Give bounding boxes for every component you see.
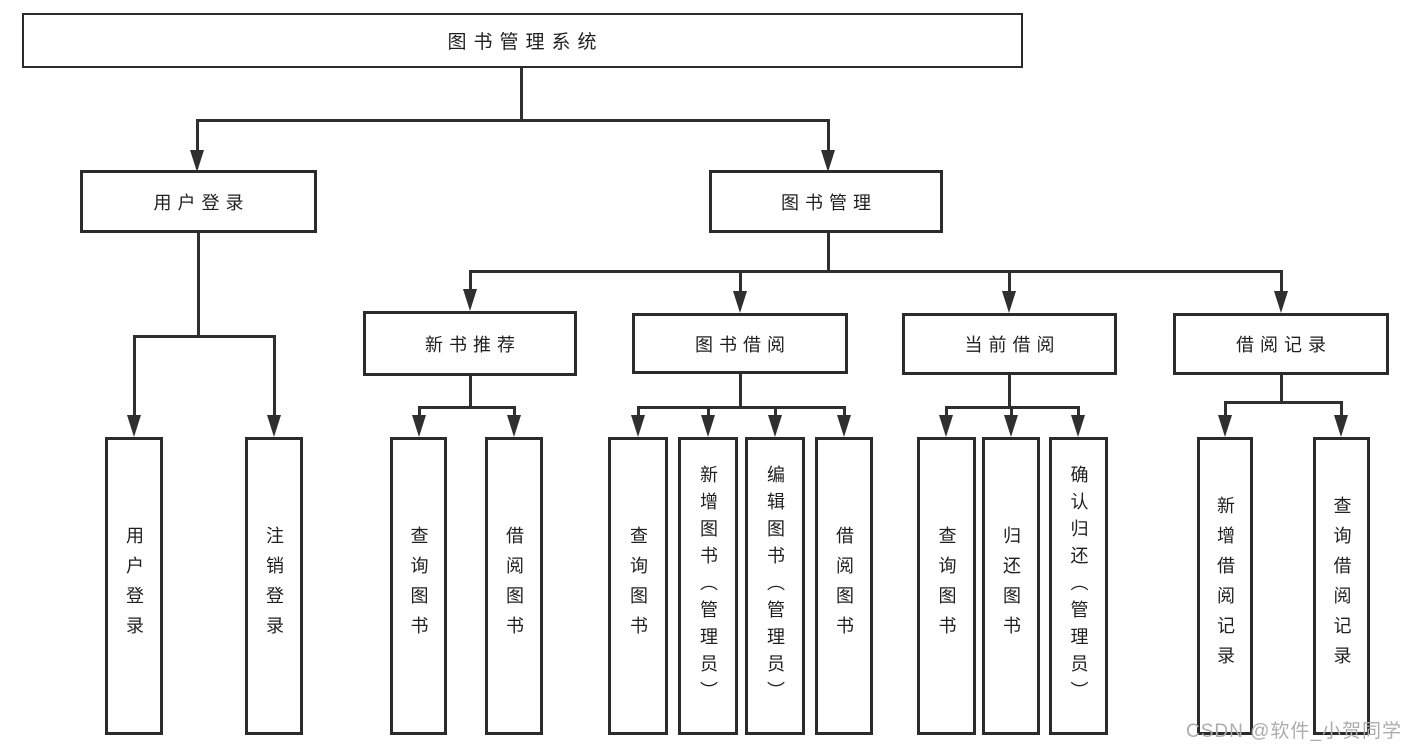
- connector-vline: [1224, 403, 1227, 417]
- arrowhead-down-icon: [412, 415, 426, 437]
- connector-vline: [1008, 375, 1011, 409]
- connector-hline: [418, 406, 516, 409]
- connector-vline: [1280, 375, 1283, 404]
- connector-vline: [774, 408, 777, 417]
- leaf-label: 借阅图书: [504, 526, 524, 646]
- connector-vline: [196, 121, 199, 152]
- node-label: 图书管理系统: [447, 32, 604, 53]
- connector-vline: [197, 233, 200, 337]
- connector-hline: [196, 119, 830, 122]
- arrowhead-down-icon: [507, 415, 521, 437]
- arrowhead-down-icon: [837, 415, 851, 437]
- leaf-logout: 注销登录: [245, 437, 303, 735]
- arrowhead-down-icon: [1334, 415, 1348, 437]
- connector-vline: [739, 374, 742, 409]
- node-book-borrow: 图书借阅: [632, 313, 848, 374]
- connector-vline: [1280, 272, 1283, 292]
- leaf-borrow-add-books-admin: 新增图书（管理员）: [678, 437, 738, 735]
- csdn-watermark: CSDN @软件_小贺同学: [1186, 721, 1402, 742]
- node-label: 图书管理: [781, 192, 877, 213]
- leaf-label: 注销登录: [264, 526, 284, 646]
- node-label: 当前借阅: [964, 335, 1061, 355]
- node-user-login: 用户登录: [80, 170, 317, 233]
- connector-vline: [133, 337, 136, 416]
- connector-vline: [1340, 403, 1343, 417]
- leaf-label: 新增借阅记录: [1215, 496, 1235, 676]
- node-label: 图书借阅: [695, 334, 791, 355]
- connector-vline: [273, 337, 276, 416]
- leaf-label: 查询图书: [936, 526, 957, 646]
- arrowhead-down-icon: [821, 150, 835, 172]
- leaf-current-query-books: 查询图书: [917, 437, 976, 735]
- node-label: 新书推荐: [425, 334, 521, 355]
- node-new-book-recommend: 新书推荐: [363, 311, 577, 376]
- arrowhead-down-icon: [1004, 415, 1018, 437]
- arrowhead-down-icon: [939, 415, 953, 437]
- arrowhead-down-icon: [1274, 291, 1288, 313]
- leaf-current-confirm-return-admin: 确认归还（管理员）: [1049, 437, 1108, 735]
- connector-vline: [827, 233, 830, 273]
- leaf-current-return-books: 归还图书: [982, 437, 1040, 735]
- arrowhead-down-icon: [267, 415, 281, 437]
- leaf-label: 查询借阅记录: [1331, 496, 1352, 676]
- leaf-newbook-query-books: 查询图书: [390, 437, 447, 735]
- leaf-label: 归还图书: [1001, 526, 1021, 646]
- arrowhead-down-icon: [701, 415, 715, 437]
- connector-hline: [945, 406, 1080, 409]
- arrowhead-down-icon: [1071, 415, 1085, 437]
- node-root-system: 图书管理系统: [22, 13, 1023, 68]
- connector-vline: [1010, 408, 1013, 417]
- arrowhead-down-icon: [463, 289, 477, 311]
- leaf-borrow-edit-books-admin: 编辑图书（管理员）: [745, 437, 805, 735]
- connector-hline: [637, 406, 846, 409]
- connector-vline: [1008, 272, 1011, 292]
- arrowhead-down-icon: [768, 415, 782, 437]
- leaf-label: 用户登录: [124, 526, 144, 646]
- connector-vline: [945, 408, 948, 417]
- connector-vline: [418, 408, 421, 417]
- leaf-label: 新增图书（管理员）: [698, 464, 718, 708]
- connector-vline: [1077, 408, 1080, 417]
- arrowhead-down-icon: [190, 150, 204, 172]
- leaf-label: 编辑图书（管理员）: [765, 464, 785, 708]
- connector-vline: [827, 121, 830, 152]
- leaf-user-login: 用户登录: [105, 437, 163, 735]
- connector-hline: [133, 335, 276, 338]
- leaf-newbook-borrow-books: 借阅图书: [485, 437, 543, 735]
- connector-vline: [637, 408, 640, 417]
- leaf-borrow-borrow-books: 借阅图书: [815, 437, 873, 735]
- leaf-label: 查询图书: [408, 526, 429, 646]
- leaf-record-query-borrow-record: 查询借阅记录: [1313, 437, 1370, 735]
- node-label: 借阅记录: [1236, 335, 1332, 355]
- connector-vline: [707, 408, 710, 417]
- leaf-label: 查询图书: [628, 526, 648, 646]
- leaf-label: 确认归还（管理员）: [1068, 464, 1089, 708]
- leaf-borrow-query-books: 查询图书: [608, 437, 668, 735]
- node-borrow-record: 借阅记录: [1173, 313, 1389, 375]
- connector-hline: [1224, 401, 1343, 404]
- connector-vline: [739, 272, 742, 292]
- arrowhead-down-icon: [1002, 291, 1016, 313]
- arrowhead-down-icon: [1218, 415, 1232, 437]
- connector-hline: [469, 270, 1283, 273]
- connector-vline: [469, 272, 472, 290]
- connector-vline: [469, 376, 472, 409]
- leaf-record-add-borrow-record: 新增借阅记录: [1197, 437, 1253, 735]
- arrowhead-down-icon: [733, 291, 747, 313]
- connector-vline: [843, 408, 846, 417]
- arrowhead-down-icon: [631, 415, 645, 437]
- node-book-management: 图书管理: [709, 170, 943, 233]
- connector-vline: [520, 68, 523, 121]
- node-label: 用户登录: [153, 192, 250, 213]
- connector-vline: [513, 408, 516, 417]
- arrowhead-down-icon: [127, 415, 141, 437]
- node-current-borrow: 当前借阅: [902, 313, 1117, 375]
- leaf-label: 借阅图书: [834, 526, 854, 646]
